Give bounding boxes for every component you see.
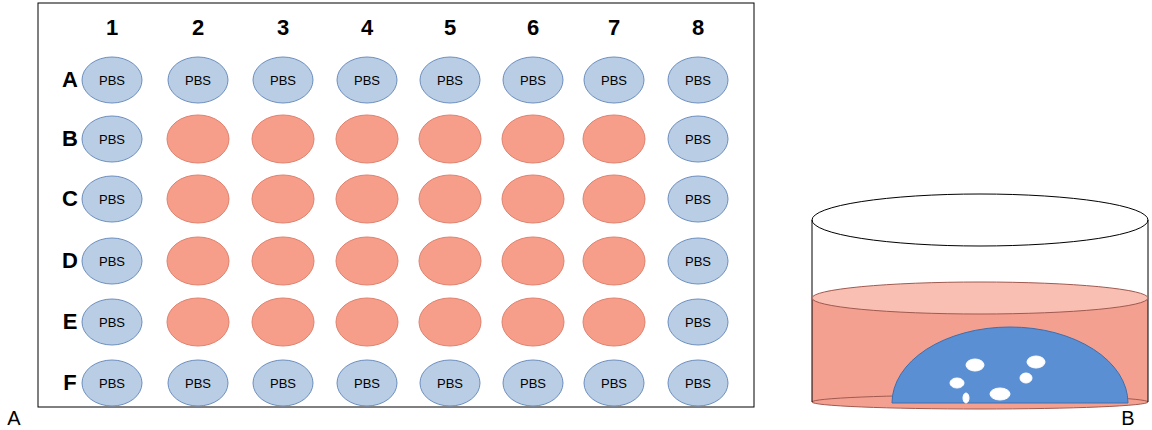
- well-text: PBS: [99, 254, 125, 269]
- row-letter: C: [62, 188, 78, 210]
- well-text: PBS: [185, 73, 211, 88]
- pbs-well: PBS: [336, 359, 398, 407]
- culture-dish: [812, 194, 1148, 409]
- well-text: PBS: [437, 73, 463, 88]
- pbs-well: PBS: [667, 237, 729, 285]
- column-number: 7: [608, 17, 620, 39]
- pbs-well: PBS: [167, 56, 229, 104]
- column-number: 4: [361, 17, 373, 39]
- well-text: PBS: [270, 376, 296, 391]
- column-number: 3: [277, 17, 289, 39]
- gel-dome: [892, 327, 1128, 403]
- column-number: 1: [106, 17, 118, 39]
- panel-label: A: [7, 408, 20, 428]
- well-text: PBS: [685, 254, 711, 269]
- panel-label: B: [1121, 408, 1134, 428]
- column-number: 5: [444, 17, 456, 39]
- row-letter: E: [63, 311, 78, 333]
- cell-clusters: [950, 356, 1045, 403]
- pbs-well: PBS: [81, 298, 143, 346]
- well-text: PBS: [520, 73, 546, 88]
- well-text: PBS: [685, 376, 711, 391]
- pbs-well: PBS: [502, 56, 564, 104]
- well-text: PBS: [99, 73, 125, 88]
- well-text: PBS: [685, 132, 711, 147]
- pbs-well: PBS: [81, 56, 143, 104]
- well-text: PBS: [685, 192, 711, 207]
- pbs-well: PBS: [81, 237, 143, 285]
- pbs-well: PBS: [81, 175, 143, 223]
- row-letter: A: [62, 69, 78, 91]
- pbs-well: PBS: [583, 56, 645, 104]
- row-letter: F: [63, 372, 76, 394]
- well-text: PBS: [685, 73, 711, 88]
- row-letter: B: [62, 128, 78, 150]
- well-text: PBS: [437, 376, 463, 391]
- well-text: PBS: [685, 315, 711, 330]
- well-text: PBS: [99, 192, 125, 207]
- pbs-well: PBS: [252, 56, 314, 104]
- plate-outline: [38, 3, 754, 407]
- pbs-well: PBS: [419, 56, 481, 104]
- row-letter: D: [62, 250, 78, 272]
- pbs-well: PBS: [667, 298, 729, 346]
- pbs-well: PBS: [336, 56, 398, 104]
- well-text: PBS: [601, 73, 627, 88]
- column-number: 2: [192, 17, 204, 39]
- well-text: PBS: [99, 132, 125, 147]
- column-number: 6: [527, 17, 539, 39]
- pbs-well: PBS: [167, 359, 229, 407]
- column-number: 8: [692, 17, 704, 39]
- medium-wells: [167, 115, 645, 346]
- pbs-well: PBS: [81, 359, 143, 407]
- well-text: PBS: [185, 376, 211, 391]
- well-text: PBS: [520, 376, 546, 391]
- pbs-well: PBS: [252, 359, 314, 407]
- well-text: PBS: [99, 376, 125, 391]
- pbs-well: PBS: [419, 359, 481, 407]
- pbs-well: PBS: [667, 56, 729, 104]
- pbs-well: PBS: [81, 115, 143, 163]
- well-text: PBS: [270, 73, 296, 88]
- well-text: PBS: [99, 315, 125, 330]
- well-text: PBS: [354, 376, 380, 391]
- pbs-well: PBS: [502, 359, 564, 407]
- pbs-well: PBS: [667, 175, 729, 223]
- pbs-well: PBS: [583, 359, 645, 407]
- pbs-well: PBS: [667, 115, 729, 163]
- pbs-well: PBS: [667, 359, 729, 407]
- well-text: PBS: [601, 376, 627, 391]
- well-text: PBS: [354, 73, 380, 88]
